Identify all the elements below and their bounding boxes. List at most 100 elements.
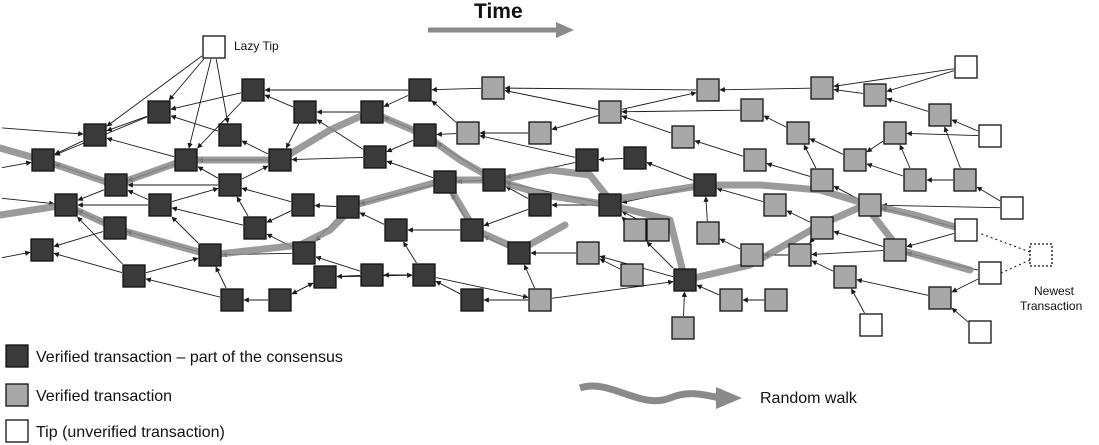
newest-edge-2 xyxy=(1000,259,1031,274)
approval-edge xyxy=(145,277,221,298)
approval-edge xyxy=(811,250,884,257)
approval-edge xyxy=(436,131,457,137)
verified-transaction-node xyxy=(696,78,720,102)
approval-edge xyxy=(197,166,219,179)
tip-node xyxy=(968,320,992,344)
consensus-transaction-node xyxy=(218,173,242,197)
verified-transaction-node xyxy=(620,263,644,287)
random-walk-path-3 xyxy=(441,176,569,254)
consensus-transaction-node xyxy=(148,193,172,217)
approval-edge xyxy=(187,58,212,149)
approval-edge xyxy=(504,88,599,110)
approval-edge xyxy=(694,139,744,157)
approval-edge xyxy=(170,114,219,132)
verified-transaction-node xyxy=(810,216,834,240)
approval-edge xyxy=(106,55,203,127)
approval-edge xyxy=(809,237,815,244)
verified-transaction-node xyxy=(843,148,867,172)
approval-edge xyxy=(264,94,294,108)
approval-edge xyxy=(803,144,817,169)
approval-edge xyxy=(809,138,844,155)
approval-edge xyxy=(906,232,955,248)
consensus-transaction-node xyxy=(460,288,484,312)
verified-transaction-node xyxy=(598,100,622,124)
approval-edge xyxy=(866,140,884,153)
approval-edge xyxy=(681,291,687,317)
consensus-transaction-node xyxy=(433,170,457,194)
approval-edge xyxy=(241,186,292,203)
approval-edge xyxy=(435,277,529,300)
verified-transaction-node xyxy=(883,121,907,145)
approval-edge xyxy=(1,197,55,206)
consensus-transaction-node xyxy=(623,146,647,170)
consensus-transaction-node xyxy=(360,263,384,287)
approval-edge xyxy=(886,70,955,93)
approval-edge xyxy=(127,190,149,200)
verified-transaction-node xyxy=(528,288,552,312)
approval-edge xyxy=(54,140,84,155)
approval-edge xyxy=(856,278,929,296)
consensus-transaction-node xyxy=(30,238,54,262)
tip-node xyxy=(978,261,1002,285)
approval-edge xyxy=(866,162,904,177)
verified-transaction-node xyxy=(576,241,600,265)
approval-edge xyxy=(621,109,741,115)
approval-edge xyxy=(951,119,979,132)
approval-edge xyxy=(171,187,219,203)
approval-edge xyxy=(976,186,1001,202)
newest-edge-1 xyxy=(978,232,1031,253)
approval-edge xyxy=(77,189,105,201)
newest-transaction-node xyxy=(1029,243,1053,267)
approval-edge xyxy=(899,144,911,169)
legend-walk-swatch xyxy=(578,382,721,405)
verified-transaction-node xyxy=(528,121,552,145)
approval-edge xyxy=(646,241,674,269)
approval-edge xyxy=(77,216,123,265)
approval-edge xyxy=(504,85,697,91)
consensus-transaction-node xyxy=(31,148,55,172)
consensus-transaction-node xyxy=(412,263,436,287)
legend-consensus-label: Verified transaction – part of the conse… xyxy=(36,349,343,366)
verified-transaction-node xyxy=(833,265,857,289)
approval-edge xyxy=(383,95,409,107)
transaction-nodes xyxy=(30,35,1024,344)
approval-edge xyxy=(763,115,787,128)
approval-edge xyxy=(505,186,529,199)
approval-edge xyxy=(598,156,624,162)
verified-transaction-node xyxy=(810,168,834,192)
consensus-transaction-node xyxy=(83,123,107,147)
verified-transaction-node xyxy=(763,193,787,217)
approval-edge xyxy=(696,284,720,296)
approval-edge xyxy=(106,115,148,132)
approval-edge xyxy=(881,202,1001,209)
approval-edge xyxy=(168,58,205,101)
approval-edge xyxy=(386,139,414,153)
consensus-transaction-node xyxy=(220,288,244,312)
consensus-transaction-node xyxy=(54,193,78,217)
approval-edge xyxy=(951,278,979,293)
approval-edge xyxy=(551,279,674,299)
approval-edge xyxy=(291,282,314,295)
approval-edge xyxy=(241,165,269,180)
legend-swatch-verified xyxy=(5,383,29,407)
consensus-transaction-node xyxy=(363,145,387,169)
verified-transaction-node xyxy=(671,316,695,340)
approval-edge xyxy=(703,196,709,222)
legend-swatch-tip xyxy=(5,419,29,443)
legend-verified-label: Verified transaction xyxy=(36,388,172,405)
consensus-transaction-node xyxy=(408,78,432,102)
approval-edge xyxy=(523,264,536,289)
tip-node xyxy=(954,218,978,242)
approval-edge xyxy=(851,288,865,314)
approval-edge xyxy=(479,134,576,158)
approval-edge xyxy=(53,231,104,248)
verified-transaction-node xyxy=(883,238,907,262)
tip-node xyxy=(978,124,1002,148)
approval-edge xyxy=(53,252,123,274)
approval-edge xyxy=(1,250,31,259)
approval-edge xyxy=(483,208,529,227)
approval-edge xyxy=(236,196,249,217)
approval-edge xyxy=(599,258,621,270)
approval-edge xyxy=(833,68,955,89)
